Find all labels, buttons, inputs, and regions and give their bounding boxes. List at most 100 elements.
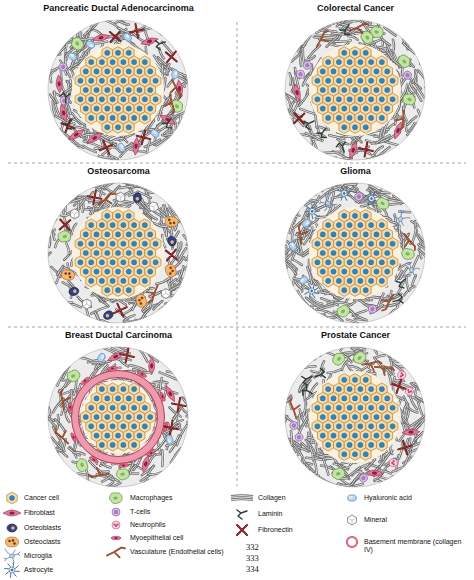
mineral-icon (148, 201, 160, 212)
cancer-part (105, 269, 110, 274)
collagen-fibre (290, 119, 293, 130)
collagen-fibre (172, 294, 178, 308)
collagen-fibre (282, 80, 283, 97)
vessel-icon (97, 193, 117, 206)
fibroblast-part (147, 39, 153, 43)
hyaluronic-part (125, 34, 130, 39)
collagen-fibre (363, 16, 371, 24)
collagen-fibre (371, 154, 389, 160)
collagen-fibre (156, 278, 170, 284)
collagen-fibre (171, 226, 173, 235)
osteoblast-part (170, 240, 175, 245)
cancer-part (132, 260, 137, 265)
cancer-part (358, 97, 363, 102)
cancer-part (123, 284, 134, 296)
cancer-part (315, 78, 320, 83)
collagen-fibres (44, 15, 195, 162)
tumor-panel: Pancreatic Ductal Adenocarcinoma (0, 0, 237, 162)
cancer-part (326, 115, 331, 120)
cancer-part (352, 69, 357, 74)
cancer-part (126, 50, 131, 55)
cancer-part (331, 106, 336, 111)
collagen-fibre (125, 315, 135, 320)
cancer-part (115, 106, 120, 111)
cancer-part (326, 97, 331, 102)
cancer-part (347, 60, 352, 65)
cancer-part (115, 125, 120, 130)
vessel-part (164, 94, 178, 114)
tcell-part (305, 63, 310, 68)
mineral-part (114, 191, 125, 202)
panel-title: Osteosarcoma (0, 163, 237, 177)
cancer-part (121, 278, 126, 283)
cancer-part (137, 232, 142, 237)
cancer-part (110, 115, 115, 120)
cancer-part (126, 250, 131, 255)
collagen-fibre (425, 66, 426, 83)
vessel-part (143, 284, 163, 303)
cancer-part (126, 269, 131, 274)
osteoclast-part (138, 299, 141, 302)
cancer-part (121, 97, 126, 102)
collagen-fibre (405, 121, 407, 132)
cancer-part (105, 213, 110, 218)
cancer-part (83, 269, 88, 274)
cancer-part (390, 97, 395, 102)
tcell-icon (60, 96, 70, 106)
cancer-part (142, 97, 147, 102)
collagen-fibre (175, 123, 177, 139)
hyaluronic-part (171, 69, 179, 79)
collagen-fibre (147, 142, 150, 154)
cancer-cells (75, 210, 161, 297)
fibroblast-icon (85, 131, 104, 146)
cancer-part (105, 50, 110, 55)
cancer-part (379, 60, 384, 65)
collagen-fibre (329, 135, 344, 139)
cancer-part (115, 87, 120, 92)
fibroblast-part (92, 135, 98, 140)
collagen-fibre (425, 66, 426, 83)
cancer-part (113, 284, 124, 296)
vessel-icon (393, 110, 411, 130)
stroma-ground (48, 183, 188, 323)
fibroblast-part (396, 128, 401, 134)
collagen-fibre (43, 253, 51, 263)
cancer-part (358, 78, 363, 83)
collagen-fibre (122, 201, 133, 203)
collagen-fibre (110, 138, 123, 142)
collagen-fibre (110, 138, 123, 142)
laminin-part (58, 91, 70, 103)
cancer-part (94, 269, 99, 274)
cancer-icon (323, 112, 334, 124)
cancer-part (83, 250, 88, 255)
cancer-part (105, 106, 110, 111)
hyaluronic-icon (149, 128, 160, 139)
macrophage-part (174, 104, 179, 109)
collagen-fibre (179, 123, 181, 140)
collagen-fibre (121, 162, 130, 163)
hyaluronic-part (120, 144, 124, 149)
cancer-part (336, 115, 341, 120)
collagen-fibre (303, 48, 304, 63)
vessel-icon (164, 94, 178, 114)
fibroblast-icon (347, 141, 359, 160)
collagen-fibre (43, 253, 51, 263)
collagen-fibre (52, 47, 65, 58)
cancer-part (137, 69, 142, 74)
osteoblast-part (73, 289, 77, 293)
cancer-part (105, 232, 110, 237)
cancer-part (352, 50, 357, 55)
macrophage-part (402, 59, 407, 64)
collagen-fibre (308, 45, 320, 58)
osteoclast-part (169, 266, 172, 269)
vessel-icon (143, 284, 163, 303)
collagen-fibres (282, 13, 434, 162)
cancer-part (153, 78, 158, 83)
cancer-icon (360, 121, 371, 133)
cancer-part (363, 50, 368, 55)
hyaluronic-part (122, 32, 133, 43)
mineral-part (162, 289, 173, 300)
fibronectin-icon (359, 143, 373, 157)
collagen-fibres (43, 178, 194, 325)
